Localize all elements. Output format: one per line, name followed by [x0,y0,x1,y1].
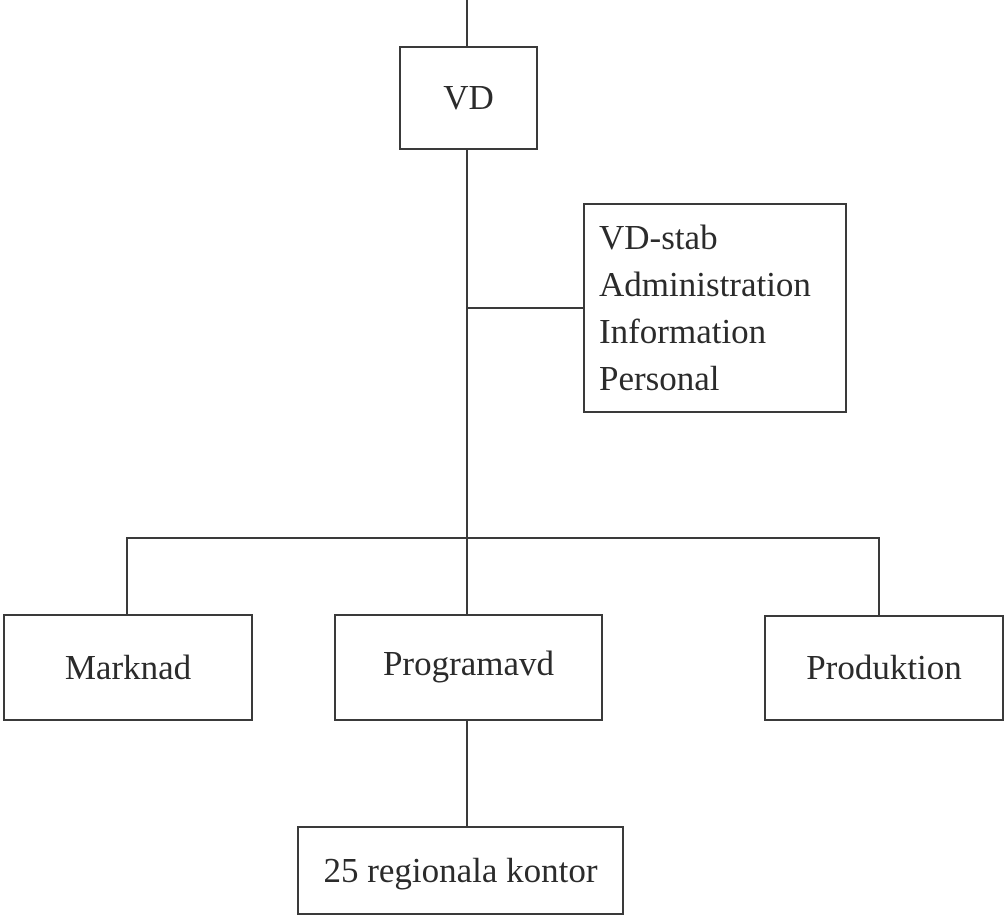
node-regional-offices: 25 regionala kontor [297,826,624,915]
node-marknad: Marknad [3,614,253,721]
staff-line-administration: Administration [599,265,811,304]
connector-marknad [126,537,128,616]
node-produktion-label: Produktion [806,648,962,687]
connector-top [466,0,468,48]
node-vd: VD [399,46,538,150]
connector-vd-trunk [466,149,468,616]
node-regional-offices-label: 25 regionala kontor [323,850,598,890]
node-marknad-label: Marknad [64,647,192,687]
node-programavd: Programavd [334,614,603,721]
node-programavd-label: Programavd [382,644,555,683]
staff-line-personal: Personal [599,359,720,398]
connector-produktion [878,537,880,616]
connector-horizontal-bus [126,537,880,539]
connector-programavd-regional [466,719,468,827]
node-produktion: Produktion [764,615,1004,721]
staff-line-information: Information [599,312,767,351]
node-vd-label: VD [443,78,494,117]
node-vd-staff: VD-stab Administration Information Perso… [583,203,847,413]
connector-staff-branch [466,307,584,309]
staff-line-vd-stab: VD-stab [599,218,718,257]
